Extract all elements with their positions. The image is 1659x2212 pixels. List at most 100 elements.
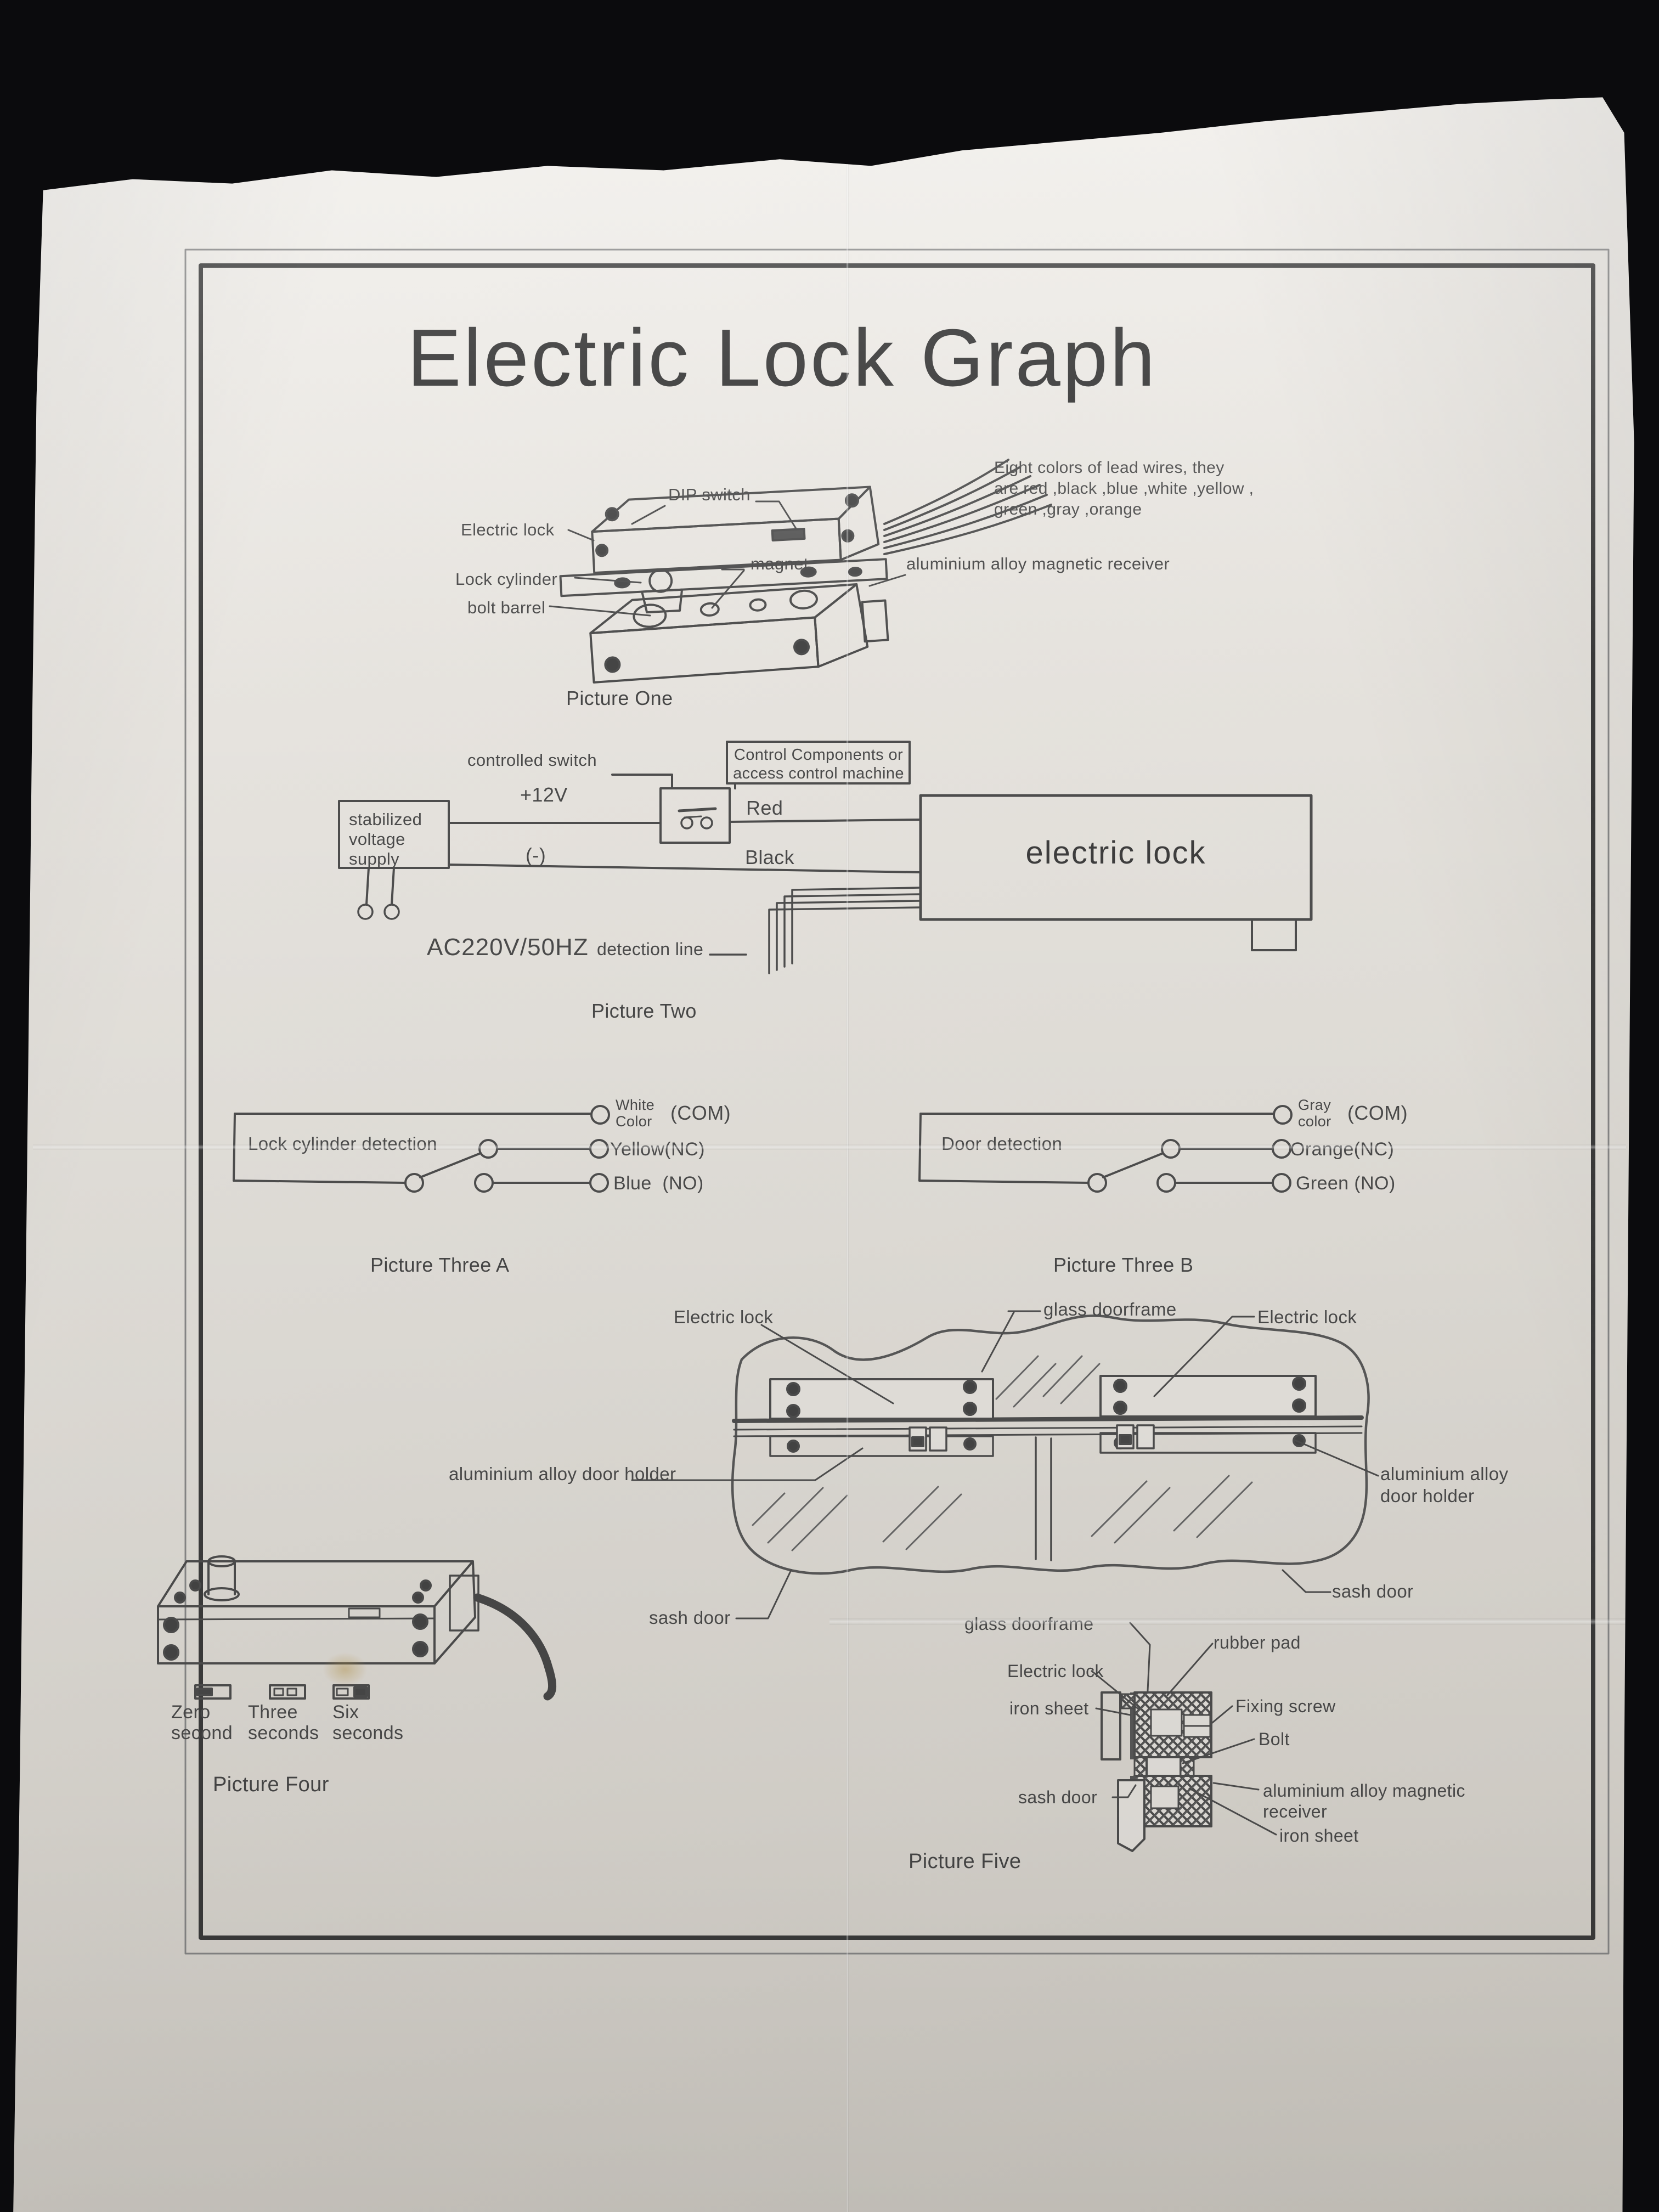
picture-five-leaders bbox=[1091, 1622, 1277, 1836]
lock-cylinder-detection-label: Lock cylinder detection bbox=[248, 1133, 437, 1154]
wire-colors-note-line3: green ,gray ,orange bbox=[994, 500, 1142, 518]
fixing-screw-label: Fixing screw bbox=[1235, 1696, 1336, 1716]
center-door-gap bbox=[1035, 1436, 1052, 1561]
vertical-fold-crease bbox=[846, 159, 849, 2212]
sash-door-right-label: sash door bbox=[1332, 1581, 1414, 1601]
iron-sheet-bottom-label: iron sheet bbox=[1279, 1826, 1359, 1846]
white-color-label-line2: Color bbox=[616, 1113, 652, 1130]
orange-nc-label: Orange(NC) bbox=[1290, 1139, 1394, 1160]
door-holder-left-label: aluminium alloy door holder bbox=[449, 1464, 676, 1484]
six-seconds-label-line1: Six bbox=[332, 1702, 359, 1723]
electric-lock-box bbox=[919, 794, 1313, 921]
gray-color-label-line2: color bbox=[1298, 1113, 1331, 1130]
p5-glass-doorframe-label: glass doorframe bbox=[964, 1614, 1093, 1634]
p5-receiver-label-line2: receiver bbox=[1263, 1802, 1328, 1821]
picture-one-caption: Picture One bbox=[566, 687, 673, 709]
door-detection-label: Door detection bbox=[941, 1133, 1063, 1154]
control-box bbox=[726, 741, 911, 785]
wires bbox=[448, 774, 922, 873]
controlled-switch-label: controlled switch bbox=[467, 751, 597, 770]
zero-second-label-line2: second bbox=[171, 1723, 233, 1743]
picture-three-a-art bbox=[233, 1105, 610, 1193]
magnet-label: magnet bbox=[751, 554, 809, 573]
red-wire-label: Red bbox=[746, 797, 783, 819]
right-electric-lock-plate bbox=[1099, 1375, 1317, 1454]
lead-wires bbox=[883, 459, 1052, 555]
blue-no-label: Blue (NO) bbox=[613, 1173, 704, 1194]
switch-contacts bbox=[678, 807, 717, 830]
door-holder-right-label-line1: aluminium alloy bbox=[1380, 1464, 1509, 1484]
three-seconds-label-line2: seconds bbox=[248, 1723, 319, 1743]
supply-label-line1: stabilized bbox=[349, 810, 422, 829]
control-box-label-line2: access control machine bbox=[733, 765, 904, 782]
plus-12v-label: +12V bbox=[520, 783, 568, 806]
yellow-nc-label: Yellow(NC) bbox=[610, 1139, 705, 1160]
electric-lock-label: Electric lock bbox=[461, 520, 555, 539]
glass-hatch-strokes bbox=[752, 1355, 1253, 1551]
door-electric-lock-left-label: Electric lock bbox=[674, 1307, 774, 1327]
wire-colors-note-line2: are red ,black ,blue ,white ,yellow , bbox=[994, 479, 1254, 498]
door-holder-right-label-line2: door holder bbox=[1380, 1486, 1475, 1506]
picture-three-b-caption: Picture Three B bbox=[1053, 1254, 1194, 1276]
door-electric-lock-right-label: Electric lock bbox=[1257, 1307, 1357, 1327]
picture-one-leaders bbox=[549, 500, 906, 617]
magnetic-receiver-plate bbox=[589, 583, 889, 684]
horizontal-fold-crease-upper bbox=[33, 1144, 1626, 1150]
three-seconds-label-line1: Three bbox=[248, 1702, 298, 1723]
picture-two-art bbox=[338, 741, 1313, 974]
wire-colors-note-line1: Eight colors of lead wires, they bbox=[994, 459, 1224, 477]
electric-lock-body bbox=[559, 486, 888, 614]
picture-three-b-art bbox=[918, 1105, 1293, 1193]
p5-receiver-label-line1: aluminium alloy magnetic bbox=[1263, 1781, 1465, 1801]
horizontal-fold-crease-lower bbox=[830, 1618, 1626, 1625]
p5-electric-lock-label: Electric lock bbox=[1007, 1661, 1104, 1681]
picture-five-caption: Picture Five bbox=[909, 1850, 1022, 1873]
picture-five-art bbox=[1091, 1622, 1277, 1852]
minus-label: (-) bbox=[526, 844, 546, 866]
electric-lock-box-label: electric lock bbox=[1025, 835, 1206, 871]
supply-pigtails bbox=[357, 867, 400, 920]
sash-door-left-label: sash door bbox=[649, 1607, 731, 1628]
picture-three-a-caption: Picture Three A bbox=[370, 1254, 510, 1276]
picture-one-art bbox=[549, 459, 1052, 684]
black-wire-label: Black bbox=[745, 846, 795, 868]
detection-wires bbox=[709, 887, 922, 974]
paper-stain bbox=[323, 1652, 368, 1686]
lock-box-tab bbox=[1251, 918, 1297, 951]
glass-outline bbox=[731, 1314, 1370, 1575]
dip-setting-icons bbox=[194, 1684, 370, 1700]
com-label-b: (COM) bbox=[1347, 1102, 1408, 1124]
six-seconds-label-line2: seconds bbox=[332, 1723, 404, 1743]
page-border-frame bbox=[184, 249, 1610, 1955]
dip-switch-label: DIP switch bbox=[668, 485, 751, 504]
lock-cylinder-label: Lock cylinder bbox=[455, 569, 558, 589]
magnetic-receiver-label: aluminium alloy magnetic receiver bbox=[906, 554, 1170, 573]
glass-doorframe-top-label: glass doorframe bbox=[1043, 1299, 1177, 1319]
green-no-label: Green (NO) bbox=[1296, 1173, 1396, 1194]
picture-two-caption: Picture Two bbox=[591, 1000, 697, 1022]
iron-sheet-top-label: iron sheet bbox=[1009, 1699, 1089, 1718]
bolt-label: Bolt bbox=[1259, 1729, 1290, 1749]
door-diagram-art bbox=[631, 1310, 1379, 1620]
control-box-label-line1: Control Components or bbox=[733, 746, 904, 764]
left-electric-lock-plate bbox=[769, 1378, 994, 1457]
cable bbox=[473, 1593, 556, 1701]
detection-line-label: detection line bbox=[597, 939, 704, 959]
rubber-pad-label: rubber pad bbox=[1214, 1633, 1301, 1652]
p5-sash-door-label: sash door bbox=[1018, 1787, 1098, 1807]
supply-label-line3: supply bbox=[349, 849, 400, 868]
picture-four-caption: Picture Four bbox=[213, 1773, 329, 1796]
bolt-barrel-label: bolt barrel bbox=[467, 598, 546, 617]
picture-four-art bbox=[157, 1555, 556, 1701]
white-color-label-line1: White bbox=[616, 1097, 655, 1113]
switch-box bbox=[659, 787, 731, 844]
supply-label-line2: voltage bbox=[349, 830, 405, 849]
page-title: Electric Lock Graph bbox=[407, 313, 1158, 403]
ac-power-label: AC220V/50HZ bbox=[427, 934, 589, 961]
timer-cylinder bbox=[204, 1555, 240, 1601]
zero-second-label-line1: Zero bbox=[171, 1702, 211, 1723]
door-diagram-leaders bbox=[631, 1310, 1379, 1620]
